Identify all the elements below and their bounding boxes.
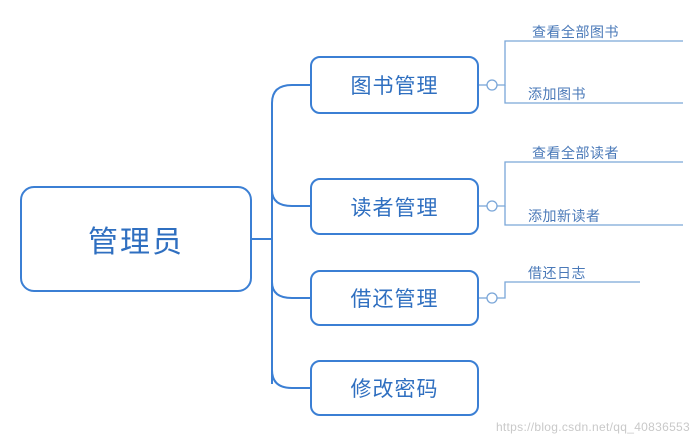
mindmap-branch-change-password[interactable]: 修改密码 (310, 360, 479, 416)
mindmap-leaf-view-all-readers[interactable]: 查看全部读者 (528, 143, 688, 163)
watermark-text: https://blog.csdn.net/qq_40836553 (495, 420, 690, 434)
mindmap-leaf-add-new-reader[interactable]: 添加新读者 (524, 206, 684, 226)
mindmap-branch-label: 借还管理 (350, 288, 439, 311)
mindmap-branch-label: 图书管理 (350, 75, 439, 98)
mindmap-leaf-view-all-books[interactable]: 查看全部图书 (528, 22, 688, 42)
mindmap-leaf-label: 查看全部读者 (532, 145, 619, 161)
mindmap-branch-reader-management[interactable]: 读者管理 (310, 178, 479, 235)
mindmap-root-label: 管理员 (88, 226, 184, 259)
mindmap-branch-borrow-return-management[interactable]: 借还管理 (310, 270, 479, 326)
mindmap-leaf-label: 借还日志 (528, 265, 586, 281)
mindmap-leaf-label: 查看全部图书 (532, 24, 619, 40)
mindmap-branch-label: 修改密码 (350, 378, 439, 401)
mindmap-root-node[interactable]: 管理员 (20, 186, 252, 292)
mindmap-leaf-label: 添加新读者 (528, 208, 601, 224)
mindmap-leaf-label: 添加图书 (528, 86, 586, 102)
mindmap-leaf-borrow-return-log[interactable]: 借还日志 (524, 263, 684, 283)
mindmap-branch-book-management[interactable]: 图书管理 (310, 56, 479, 114)
mindmap-leaf-add-book[interactable]: 添加图书 (524, 84, 684, 104)
mindmap-branch-label: 读者管理 (350, 196, 439, 220)
